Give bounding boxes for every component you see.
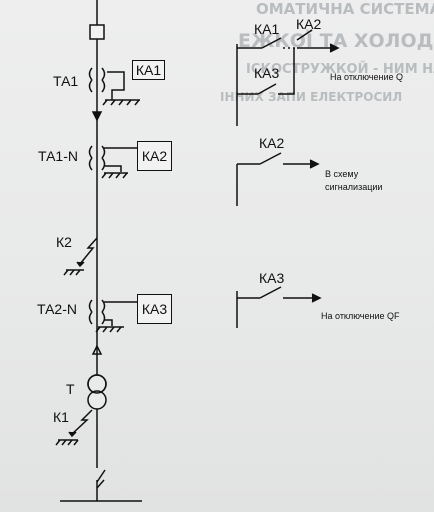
signal-ka2-label: КА2	[259, 135, 285, 151]
direction-arrow-2	[91, 344, 103, 355]
trip-ka1-label: КА1	[254, 21, 280, 37]
bottom-switch-mark	[96, 479, 105, 489]
transformer-winding-upper-outline	[87, 374, 107, 394]
ta1n-label: ТА1-N	[38, 148, 78, 164]
signal-note-line2: сигнализации	[325, 182, 383, 192]
ta1-coil-right	[101, 67, 106, 93]
qf-output-arrow	[311, 293, 322, 303]
k1-fault-arrow	[71, 409, 93, 435]
background-print: ОМАТИЧНА СИСТЕМА ЗОДНИ ЕЖКОЇ ТА ХОЛОДЖЕ …	[220, 0, 434, 120]
ta2n-ground-hatch	[95, 326, 122, 333]
bottom-switch-blade	[96, 469, 106, 483]
ka3-qf-contact	[237, 286, 312, 299]
transformer-winding-lower	[87, 390, 107, 410]
qf-ka3-label: КА3	[259, 270, 285, 286]
background-text-line: ОМАТИЧНА СИСТЕМА ЗОДНИ	[256, 0, 434, 18]
ta2n-label: ТА2-N	[37, 301, 77, 317]
ta1-label: ТА1	[53, 73, 79, 89]
switch-box	[89, 24, 105, 40]
ta2n-secondary	[104, 301, 137, 326]
k1-fault-label: К1	[53, 409, 69, 425]
background-text-line: ІСКОСТРУЖКОЙ - НИМ НАЗАХІ	[246, 62, 434, 77]
k2-fault-label: К2	[56, 234, 72, 250]
ta1-coil-left	[88, 67, 93, 93]
trip-ka2-label: КА2	[296, 16, 322, 32]
ka2-contact-blade	[296, 29, 313, 41]
ka3-relay-box: КА3	[137, 294, 172, 324]
ta1-ground-hatch	[102, 99, 140, 106]
ka2-signal-contact	[237, 152, 310, 165]
trip-note: На отключение Q	[330, 72, 403, 82]
ta1n-coil-left	[88, 145, 93, 171]
power-transformer-label: Т	[66, 381, 75, 397]
signal-output-arrow	[309, 159, 320, 169]
qf-note: На отключение QF	[321, 311, 400, 321]
ka1-relay-box: КА1	[132, 60, 165, 80]
ta1n-secondary	[104, 147, 137, 172]
background-text-line: ІННИХ ЗАПИ ЕЛЕКТРОСИЛ	[220, 90, 403, 104]
ta2n-coil-right	[101, 299, 106, 325]
ka2-relay-box: КА2	[137, 141, 172, 171]
signal-note-line1: В схему	[325, 169, 359, 179]
trip-ka3-label: КА3	[254, 65, 280, 81]
k1-ground-hatch	[55, 439, 79, 446]
ta1n-coil-right	[101, 145, 106, 171]
ka1-contact-blade	[261, 37, 282, 49]
k1-fault-tip	[68, 431, 77, 438]
direction-arrow-1	[91, 111, 103, 122]
trip-output-arrow	[329, 43, 340, 53]
k2-ground-hatch	[63, 269, 81, 276]
k2-fault-tip	[76, 261, 85, 268]
k2-fault-arrow	[79, 237, 98, 265]
ka3-contact	[237, 48, 295, 95]
ta1-secondary	[107, 71, 125, 100]
ta2n-coil-left	[88, 299, 93, 325]
background-text-line: ЕЖКОЇ ТА ХОЛОДЖЕ	[238, 30, 434, 52]
ta1n-ground-hatch	[101, 172, 128, 179]
